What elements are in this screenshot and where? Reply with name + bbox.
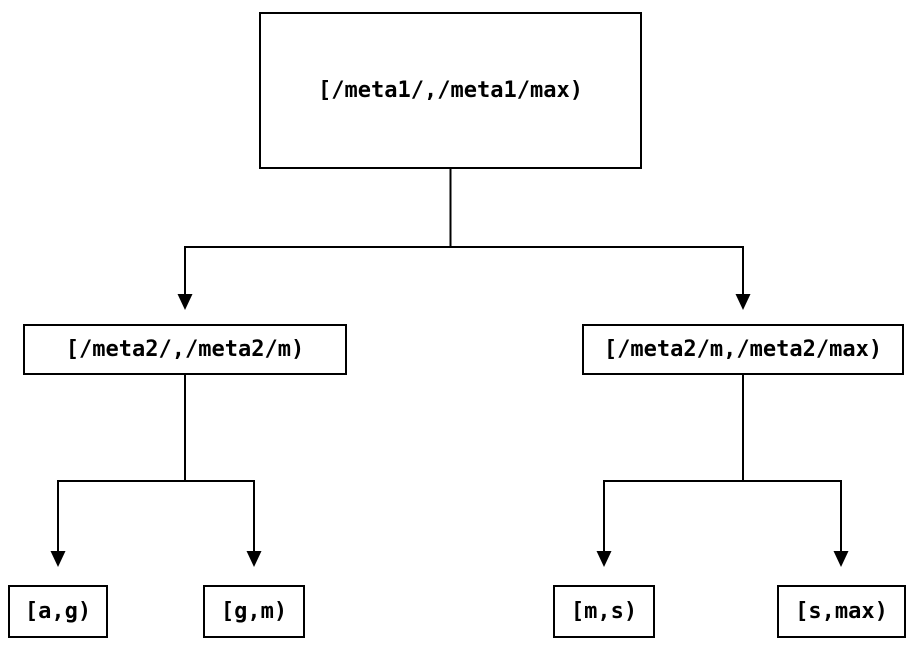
edge-meta2low-gm-arrowhead: [246, 551, 262, 567]
edge-meta2high-branch-bar: [603, 480, 842, 552]
edge-meta2high-smax-arrowhead: [833, 551, 849, 567]
edge-meta2low-branch-bar: [57, 480, 255, 552]
edge-meta2low-ag-arrowhead: [50, 551, 66, 567]
edge-root-meta2low-arrowhead: [177, 294, 193, 310]
edge-root-branch-bar: [184, 246, 744, 296]
tree-node-leaf-gm: [g,m): [203, 585, 305, 638]
edge-meta2high-ms-arrowhead: [596, 551, 612, 567]
edge-root-meta2high-arrowhead: [735, 294, 751, 310]
tree-node-leaf-ag: [a,g): [8, 585, 108, 638]
tree-node-meta2-high: [/meta2/m,/meta2/max): [582, 324, 904, 375]
tree-node-leaf-ms: [m,s): [553, 585, 655, 638]
tree-node-leaf-smax: [s,max): [777, 585, 906, 638]
tree-node-root: [/meta1/,/meta1/max): [259, 12, 642, 169]
tree-node-meta2-low: [/meta2/,/meta2/m): [23, 324, 347, 375]
